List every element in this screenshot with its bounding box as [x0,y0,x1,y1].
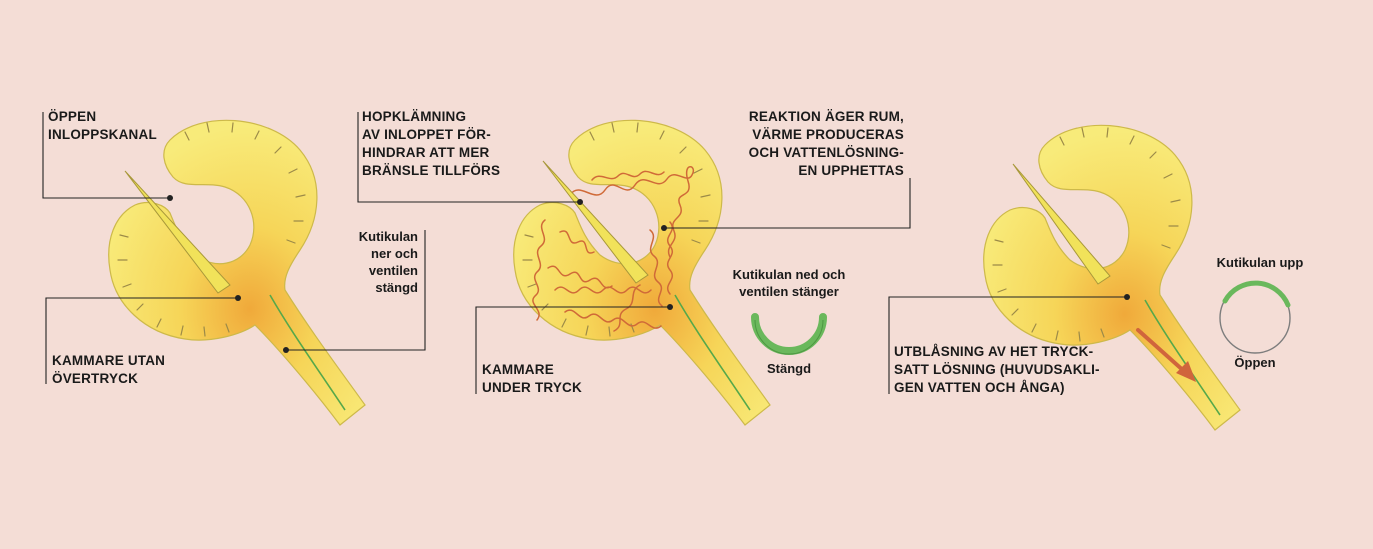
label-valve-open: Öppen [1220,354,1290,371]
label-chamber-pressure: KAMMARE UNDER TRYCK [482,361,582,397]
leader-dot-blowout-3 [1124,294,1130,300]
label-valve-closed: Stängd [749,360,829,377]
valve-closed-arc [755,317,823,351]
leader-dot-squeeze-2 [577,199,583,205]
label-cuticle-down-2: Kutikulan ned och ventilen stänger [705,266,873,300]
label-open-inlet: ÖPPEN INLOPPSKANAL [48,108,157,144]
leader-dot-chamber-2 [667,304,673,310]
label-squeeze-inlet: HOPKLÄMNING AV INLOPPET FÖR- HINDRAR ATT… [362,108,500,180]
label-reaction: REAKTION ÄGER RUM, VÄRME PRODUCERAS OCH … [700,108,904,180]
leader-dot-cuticle-1 [283,347,289,353]
label-cuticle-up: Kutikulan upp [1200,254,1320,271]
label-cuticle-down-1: Kutikulan ner och ventilen stängd [320,228,418,296]
label-blowout: UTBLÅSNING AV HET TRYCK- SATT LÖSNING (H… [894,343,1100,397]
leader-dot-inlet-1 [167,195,173,201]
valve-open-arc [1225,283,1288,305]
leader-dot-chamber-1 [235,295,241,301]
leader-dot-reaction-2 [661,225,667,231]
label-chamber-no-pressure: KAMMARE UTAN ÖVERTRYCK [52,352,165,388]
